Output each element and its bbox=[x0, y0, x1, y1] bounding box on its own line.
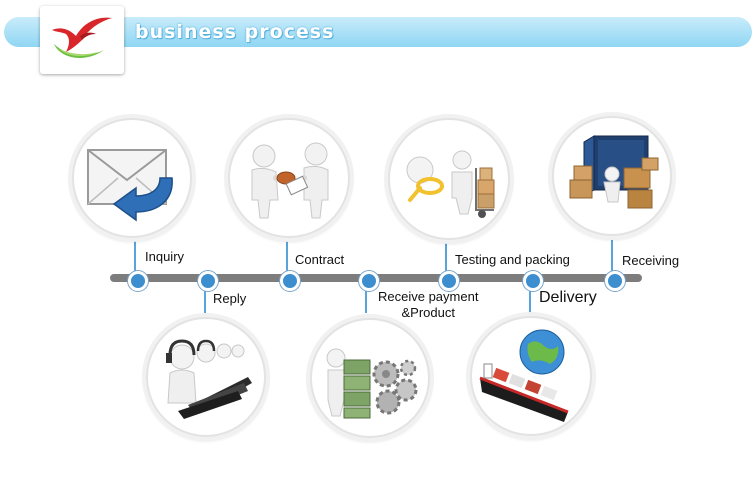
node-reply bbox=[198, 271, 218, 291]
testing-packing-picture bbox=[388, 118, 510, 240]
node-testing-packing bbox=[439, 271, 459, 291]
node-receiving bbox=[605, 271, 625, 291]
bird-logo-icon bbox=[52, 17, 112, 58]
node-inquiry bbox=[128, 271, 148, 291]
connector-contract bbox=[286, 238, 288, 274]
label-delivery: Delivery bbox=[539, 289, 597, 306]
contract-picture bbox=[228, 118, 350, 238]
label-testing-packing: Testing and packing bbox=[455, 252, 570, 267]
label-receiving: Receiving bbox=[622, 253, 680, 268]
connector-receiving bbox=[611, 236, 613, 274]
delivery-picture bbox=[470, 316, 592, 436]
label-contract: Contract bbox=[295, 252, 345, 267]
label-receive-payment: Receive payment &Product bbox=[378, 289, 478, 321]
node-contract bbox=[280, 271, 300, 291]
inquiry-picture bbox=[72, 118, 192, 238]
receiving-picture bbox=[552, 116, 672, 236]
node-receive-payment bbox=[359, 271, 379, 291]
company-logo bbox=[40, 6, 124, 74]
reply-picture bbox=[146, 317, 266, 437]
call-center-icon bbox=[166, 339, 252, 419]
label-receive-payment-line-2: &Product bbox=[401, 305, 455, 320]
label-receive-payment-line-1: Receive payment bbox=[378, 289, 479, 304]
label-inquiry: Inquiry bbox=[145, 249, 185, 264]
connector-testing-packing bbox=[445, 240, 447, 274]
connector-receive-payment bbox=[365, 283, 367, 313]
connector-reply bbox=[204, 283, 206, 313]
connector-delivery bbox=[529, 283, 531, 313]
envelope-arrow-icon bbox=[87, 149, 173, 222]
magnifier-handcart-icon bbox=[406, 150, 495, 218]
receive-payment-picture bbox=[310, 318, 430, 438]
connector-inquiry bbox=[134, 238, 136, 274]
handshake-contract-icon bbox=[251, 142, 329, 219]
container-boxes-icon bbox=[569, 135, 659, 209]
header-title: business process bbox=[135, 21, 335, 43]
label-reply: Reply bbox=[213, 291, 247, 306]
node-delivery bbox=[523, 271, 543, 291]
cargo-ship-globe-icon bbox=[479, 329, 569, 422]
money-gears-icon bbox=[326, 348, 418, 419]
header-bar bbox=[4, 17, 752, 47]
